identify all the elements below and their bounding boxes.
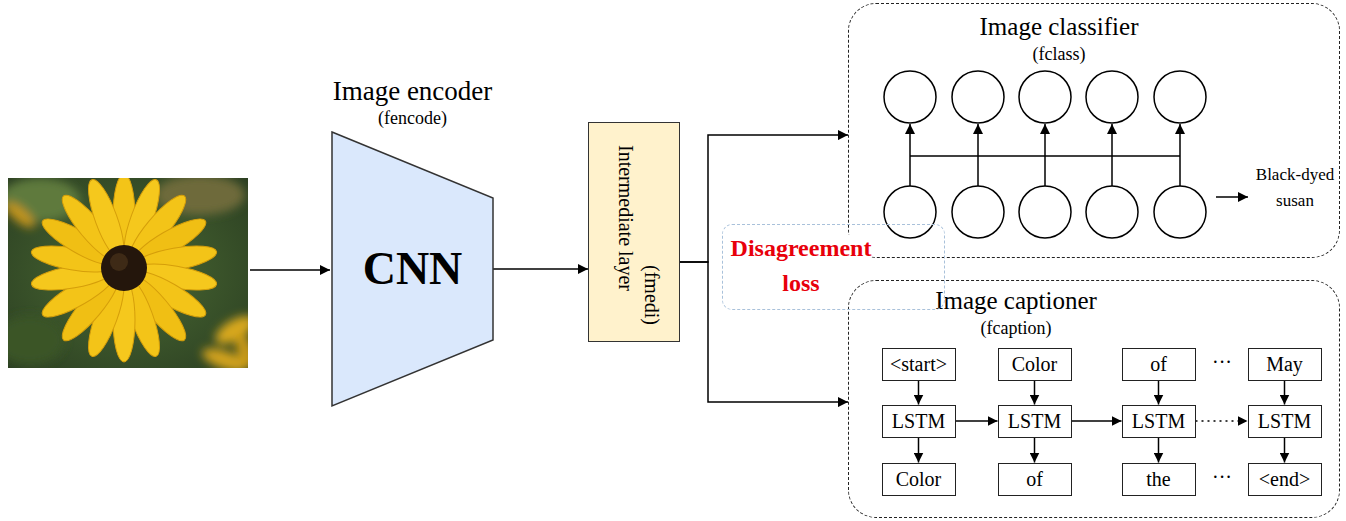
arrow-connector [918,381,920,405]
arrow-connector [1284,438,1286,463]
node-title: LSTM [892,410,945,433]
flower-center-highlight [110,253,128,271]
token-box: <start> [882,348,956,381]
intermediate-layer-box: Intermediate layer(fmedi) [588,122,680,342]
node-title: Color [896,468,942,491]
neuron [1154,186,1206,238]
captioner-group: Image captioner(fcaption) <start> Color of M… [848,280,1340,518]
arrow-connector [493,268,588,270]
node-text: Black-dyed susan [1253,162,1337,213]
neuron [884,186,936,238]
node-title: <start> [890,353,947,376]
blur-petal [8,198,38,232]
token-box: <end> [1248,463,1322,496]
lstm-cell: LSTM [1248,405,1322,438]
neuron [884,71,936,123]
loss-box: Disagreement loss [722,224,945,310]
node-title: <end> [1259,468,1310,491]
arrow-connector [1196,420,1248,422]
node-title: Disagreement loss [731,235,872,296]
node-title: LSTM [1132,410,1185,433]
node-text: CNN [363,243,463,296]
node-title: May [1266,353,1303,376]
arrow-connector [956,420,998,422]
token-box: May [1248,348,1322,381]
token-box: of [1122,348,1196,381]
flower [30,178,219,362]
node-text: (fencode) [378,108,447,129]
bus-line [1044,156,1046,186]
node-title: the [1146,468,1170,491]
blurred-background [8,178,248,368]
lstm-cell: LSTM [1122,405,1196,438]
classifier-group: Image classifier(fclass) Black-dyed susan [848,3,1340,258]
bus-line [909,156,911,186]
node-title: Intermediate layer [614,145,637,291]
token-box: Color [998,348,1072,381]
token-box: of [998,463,1072,496]
classifier-network [884,71,1248,238]
neuron [1086,186,1138,238]
node-title: LSTM [1008,410,1061,433]
node-title: of [1150,353,1167,376]
arrow-connector [680,262,848,402]
neuron [1019,186,1071,238]
neuron [952,71,1004,123]
neuron [952,186,1004,238]
lstm-cell: LSTM [998,405,1072,438]
lstm-cell: LSTM [882,405,956,438]
token-box: the [1122,463,1196,496]
up-arrow [977,124,979,156]
text-holder: Disagreement loss [725,231,877,301]
arrow-connector [1034,381,1036,405]
token-box: Color [882,463,956,496]
node-title: of [1026,468,1043,491]
node-title: Color [1012,353,1058,376]
flower-center [101,245,147,291]
node-title: Image encoder [333,76,493,107]
arrow-connector [918,438,920,463]
neuron [1019,71,1071,123]
neuron [1086,71,1138,123]
ellipsis-label: ··· [1212,466,1232,488]
input-arrow [250,269,330,271]
bus-line [1111,156,1113,186]
node-text: (fcaption) [981,318,1052,339]
node-title: LSTM [1258,410,1311,433]
node-title: Image captioner [935,287,1097,316]
node-text: (fmedi) [640,265,663,325]
up-arrow [1044,124,1046,156]
encoder-block: Image encoder(fencode)CNN [332,132,493,406]
neuron [1154,71,1206,123]
node-text: (fclass) [1033,44,1086,65]
bus-line [977,156,979,186]
node-title: Image classifier [980,13,1139,42]
up-arrow [909,124,911,156]
up-arrow [1179,124,1181,156]
arrow-connector [1158,438,1160,463]
arrow-connector [1034,438,1036,463]
arrow-connector [1158,381,1160,405]
blur-leaf [8,315,65,365]
flower-photo [8,178,248,368]
output-arrow [1216,196,1248,198]
blur-petal [231,330,248,368]
up-arrow [1111,124,1113,156]
bus-line [1179,156,1181,186]
ellipsis-label: ··· [1212,351,1232,373]
arrow-connector [1072,420,1122,422]
arrow-connector [1284,381,1286,405]
trapezoid-shape [332,132,493,406]
